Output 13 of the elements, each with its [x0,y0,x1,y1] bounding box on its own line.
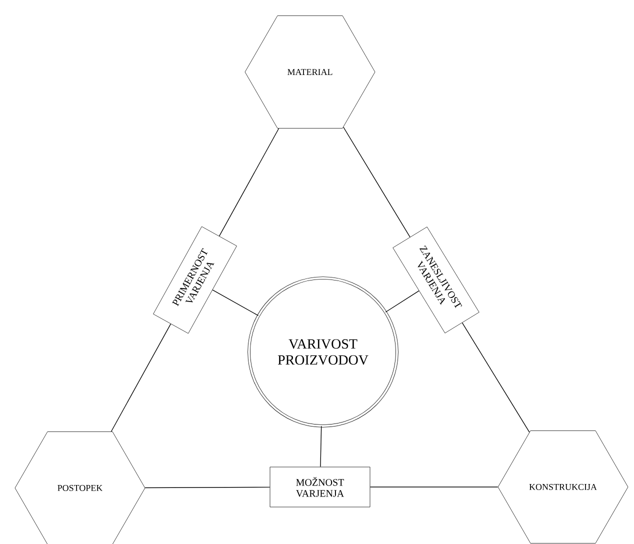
connector-line [370,486,498,488]
hexagon: MATERIAL [244,16,376,128]
connector-line [462,322,530,433]
connector-line [343,126,410,238]
connector-line [110,324,172,432]
connector-line [212,290,259,316]
connector-line [218,128,280,236]
hexagon: POSTOPEK [14,432,146,544]
connector-line [144,486,270,488]
connector-line [385,290,420,312]
connector-line [320,426,322,468]
hexagon: KONSTRUKCIJA [498,430,628,544]
label-box: MOŽNOST VARJENJA [270,466,370,508]
